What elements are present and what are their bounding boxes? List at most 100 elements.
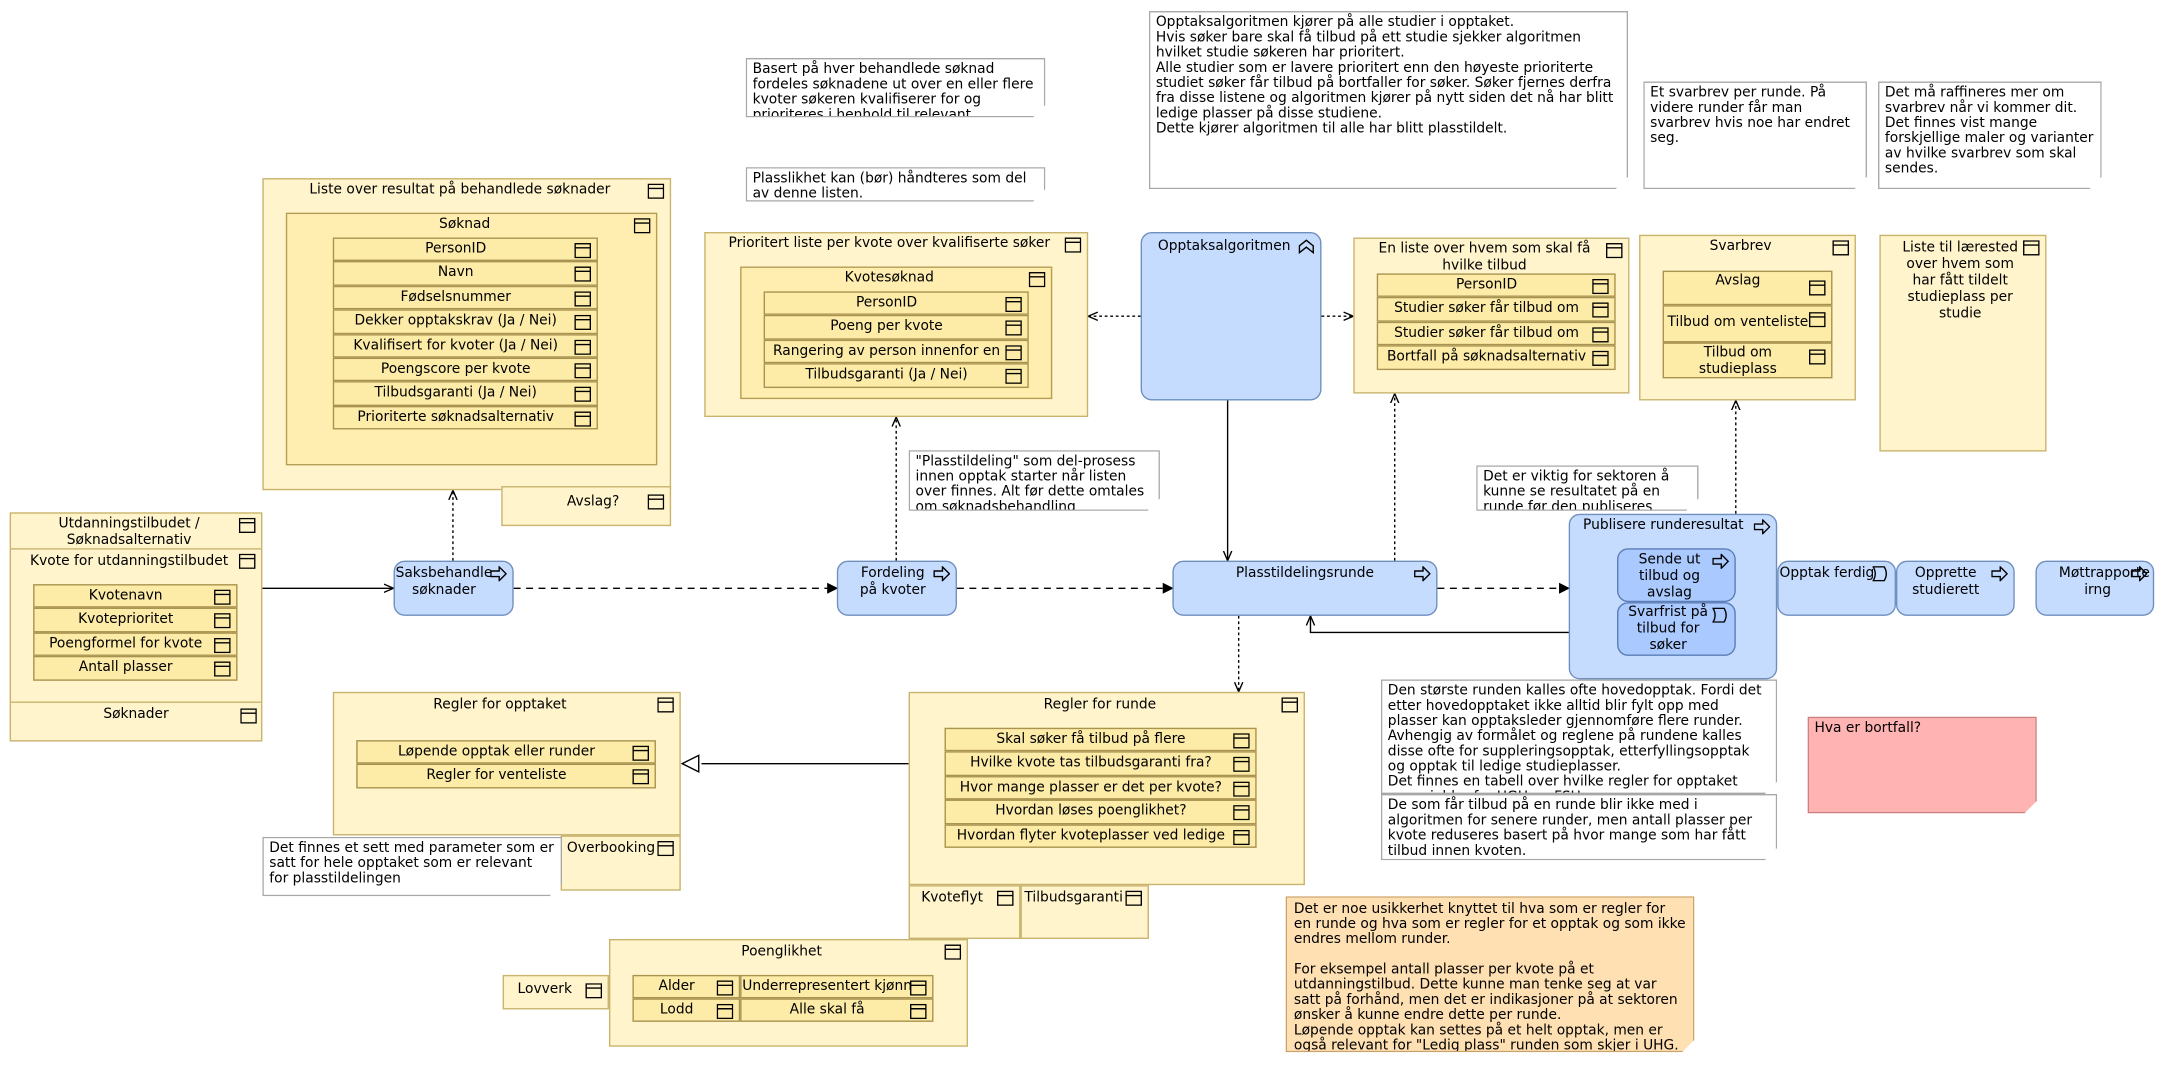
regler-runde-attr-label: Skal søker få tilbud på flere	[996, 731, 1186, 748]
svarfrist-process[interactable]: Svarfrist på tilbud for søker	[1617, 602, 1736, 656]
soknad-attr[interactable]: Fødselsnummer	[332, 285, 598, 310]
data-object-icon	[238, 553, 256, 569]
svarbrev-attr[interactable]: Avslag	[1662, 270, 1833, 306]
regler-opptak-attr-label: Regler for venteliste	[426, 768, 567, 784]
regler-opptak-attr[interactable]: Regler for venteliste	[356, 764, 656, 789]
soknad-attr[interactable]: PersonID	[332, 237, 598, 262]
regler-runde-attr[interactable]: Hvordan flyter kvoteplasser ved ledige	[944, 823, 1257, 848]
underrep-attr[interactable]: Underrepresentert kjønn	[740, 974, 934, 999]
data-object-icon	[910, 1003, 927, 1020]
note-plasstildeling: "Plasstildeling" som del-prosess innen o…	[909, 450, 1160, 511]
utdanning-title: Utdanningstilbudet / Søknadsalternativ	[58, 516, 200, 549]
lovverk-label: Lovverk	[517, 981, 572, 998]
note-storste: Den største runden kalles ofte hovedoppt…	[1381, 679, 1777, 794]
data-object-icon	[1592, 278, 1609, 295]
avslag-q-object[interactable]: Avslag?	[501, 486, 672, 527]
en-liste-attr-label: Studier søker får tilbud om	[1394, 301, 1579, 317]
note-viktig: Det er viktig for sektoren å kunne se re…	[1476, 465, 1698, 511]
lodd-attr[interactable]: Lodd	[632, 998, 741, 1022]
kvotesoknad-attr[interactable]: PersonID	[763, 291, 1029, 316]
svarbrev-attr-label: Tilbud om studieplass	[1698, 345, 1777, 377]
soknad-attr-label: Prioriterte søknadsalternativ	[357, 409, 554, 426]
opprette-process[interactable]: Opprette studierett	[1895, 560, 2015, 616]
svarbrev-title: Svarbrev	[1709, 238, 1772, 255]
en-liste-attr-label: Bortfall på søknadsalternativ	[1386, 349, 1587, 365]
underrep-label: Underrepresentert kjønn	[742, 979, 912, 995]
sende-ut-process[interactable]: Sende ut tilbud og avslag	[1617, 548, 1736, 603]
regler-opptak-attr[interactable]: Løpende opptak eller runder	[356, 740, 656, 765]
soknad-attr[interactable]: Navn	[332, 261, 598, 286]
kvote-attr[interactable]: Kvotenavn	[33, 584, 238, 609]
regler-opptak-title: Regler for opptaket	[433, 697, 567, 713]
note-bortfall: Hva er bortfall?	[1808, 717, 2037, 814]
kvotesoknad-attr-label: PersonID	[855, 295, 918, 311]
overbooking-object[interactable]: Overbooking	[560, 835, 681, 891]
kvoteflyt-label: Kvoteflyt	[921, 890, 984, 906]
liste-laerested-object[interactable]: Liste til lærested over hvem som har fåt…	[1879, 234, 2047, 452]
soknad-attr[interactable]: Kvalifisert for kvoter (Ja / Nei)	[332, 333, 598, 358]
soknader-object[interactable]: Søknader	[10, 703, 263, 742]
regler-runde-attr[interactable]: Skal søker få tilbud på flere	[944, 727, 1257, 752]
note-basert: Basert på hver behandlede søknad fordele…	[746, 58, 1046, 117]
svarbrev-attr[interactable]: Tilbud om studieplass	[1662, 342, 1833, 379]
kvotesoknad-attr[interactable]: Poeng per kvote	[763, 315, 1029, 340]
plasstildelingsrunde-process[interactable]: Plasstildelingsrunde	[1172, 560, 1438, 616]
kvote-attr[interactable]: Kvoteprioritet	[33, 608, 238, 633]
tilbudsgaranti-object[interactable]: Tilbudsgaranti	[1020, 885, 1149, 940]
opptak-ferdig-process[interactable]: Opptak ferdig	[1777, 560, 1896, 616]
en-liste-attr[interactable]: Studier søker får tilbud om	[1376, 321, 1616, 346]
soknad-attr[interactable]: Prioriterte søknadsalternativ	[332, 405, 598, 430]
note-usikkerhet: Det er noe usikkerhet knyttet til hva so…	[1286, 896, 1695, 1052]
kvotesoknad-attr[interactable]: Rangering av person innenfor en	[763, 339, 1029, 364]
prioritert-title: Prioritert liste per kvote over kvalifis…	[728, 236, 1051, 252]
soknad-attr-label: Navn	[437, 265, 474, 281]
kvote-attr[interactable]: Antall plasser	[33, 656, 238, 681]
data-object-icon	[574, 315, 592, 331]
regler-runde-attr[interactable]: Hvilke kvote tas tilbudsgaranti fra?	[944, 751, 1257, 776]
regler-runde-title: Regler for runde	[1043, 697, 1157, 713]
data-object-icon	[1005, 296, 1022, 313]
svarbrev-attr[interactable]: Tilbud om venteliste	[1662, 305, 1833, 343]
fordeling-process[interactable]: Fordeling på kvoter	[836, 560, 957, 616]
alder-label: Alder	[658, 979, 695, 995]
soknad-attr-label: Tilbudsgaranti (Ja / Nei)	[374, 385, 537, 402]
opptaksalgoritmen-process[interactable]: Opptaksalgoritmen	[1140, 231, 1322, 401]
saksbehandle-process[interactable]: Saksbehandle søknader	[393, 560, 514, 616]
en-liste-title: En liste over hvem som skal få hvilke ti…	[1378, 241, 1591, 274]
soknad-attr[interactable]: Tilbudsgaranti (Ja / Nei)	[332, 381, 598, 406]
en-liste-attr[interactable]: Studier søker får tilbud om	[1376, 297, 1616, 322]
kvote-attr-label: Kvotenavn	[88, 588, 163, 604]
note-parameter: Det finnes et sett med parameter som er …	[262, 837, 562, 896]
kvotesoknad-attr-label: Rangering av person innenfor en	[772, 343, 1001, 359]
kvoteflyt-object[interactable]: Kvoteflyt	[908, 885, 1021, 940]
opptaksalgoritmen-label: Opptaksalgoritmen	[1157, 238, 1291, 255]
mottrapporte-process[interactable]: Møttrapporte irng	[2035, 560, 2155, 616]
data-object-icon	[1808, 280, 1826, 296]
regler-runde-attr[interactable]: Hvor mange plasser er det per kvote?	[944, 775, 1257, 800]
kvotesoknad-attr[interactable]: Tilbudsgaranti (Ja / Nei)	[763, 363, 1029, 388]
avslag-q-label: Avslag?	[566, 494, 620, 510]
data-object-icon	[574, 267, 592, 283]
data-object-icon	[910, 980, 927, 996]
data-object-icon	[214, 661, 231, 677]
process-arrow-icon	[1414, 566, 1431, 582]
plasstildelingsrunde-label: Plasstildelingsrunde	[1235, 566, 1375, 582]
en-liste-attr[interactable]: PersonID	[1376, 273, 1616, 298]
data-object-icon	[1592, 351, 1609, 367]
data-object-icon	[1233, 733, 1250, 749]
kvote-attr[interactable]: Poengformel for kvote	[33, 632, 238, 657]
regler-opptak-attr-label: Løpende opptak eller runder	[397, 744, 595, 760]
en-liste-attr[interactable]: Bortfall på søknadsalternativ	[1376, 345, 1616, 370]
data-object-icon	[1281, 697, 1299, 713]
process-arrow-icon	[1991, 566, 2008, 582]
data-object-icon	[1125, 890, 1143, 906]
soknad-attr[interactable]: Poengscore per kvote	[332, 357, 598, 382]
soknad-attr[interactable]: Dekker opptakskrav (Ja / Nei)	[332, 309, 598, 334]
alle-attr[interactable]: Alle skal få	[740, 998, 934, 1022]
regler-runde-attr[interactable]: Hvordan løses poenglikhet?	[944, 799, 1257, 824]
process-arrow-icon	[490, 566, 507, 582]
data-object-icon	[1028, 272, 1046, 288]
alder-attr[interactable]: Alder	[632, 974, 741, 999]
kvote-attr-label: Poengformel for kvote	[49, 636, 203, 652]
lovverk-object[interactable]: Lovverk	[502, 974, 609, 1010]
